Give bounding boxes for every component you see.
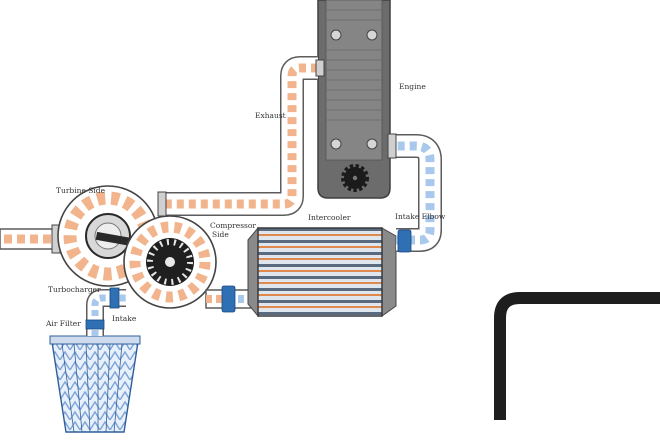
label-intercooler: Intercooler: [308, 213, 351, 222]
exhaust-coupling: [315, 59, 325, 77]
label-intake: Intake: [112, 314, 137, 323]
intake-elbow-coupling: [397, 229, 412, 253]
label-air-filter: Air Filter: [45, 319, 81, 328]
turbine-inlet-flange: [157, 191, 167, 217]
intake-compressor-coupling: [109, 287, 120, 309]
label-turbine-side: Turbine Side: [56, 186, 106, 195]
intake-filter-coupling: [85, 319, 105, 330]
label-intake-elbow: Intake Elbow: [395, 212, 446, 221]
intake-elbow-flow-arrows: [390, 141, 435, 245]
label-engine: Engine: [399, 82, 426, 91]
label-exhaust: Exhaust: [255, 111, 286, 120]
compressor-housing: [123, 215, 217, 309]
label-compressor-side-1: Compressor: [210, 221, 256, 230]
label-compressor-side-2: Side: [212, 230, 229, 239]
air-filter: [49, 335, 141, 433]
engine-intake-flange: [387, 133, 397, 159]
charge-pipe-coupling: [221, 285, 236, 313]
exhaust-flow-arrows: [165, 63, 318, 209]
label-turbocharger: Turbocharger: [48, 285, 101, 294]
engine-gear-icon: [341, 164, 369, 192]
intercooler: [247, 226, 397, 318]
engine-block: [317, 0, 391, 199]
intake-flow-arrows: [91, 294, 126, 336]
frame-bracket: [494, 292, 660, 420]
